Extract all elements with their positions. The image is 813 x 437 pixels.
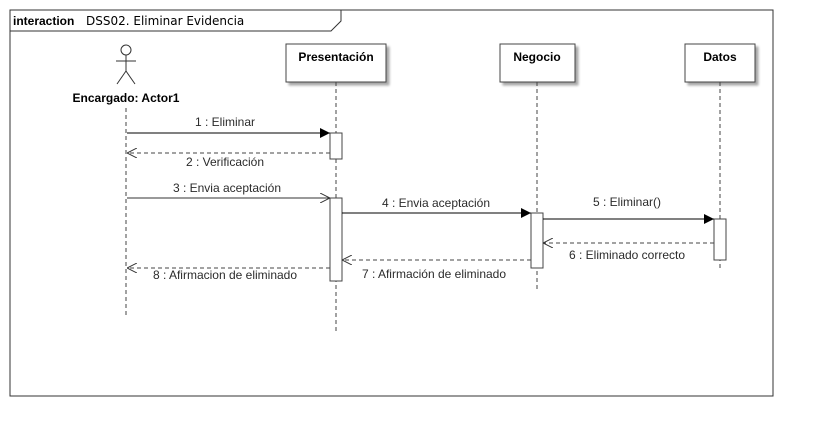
message-7[interactable]: 7 : Afirmación de eliminado [342,260,531,281]
message-1-label: 1 : Eliminar [195,115,255,129]
message-5[interactable]: 5 : Eliminar() [543,195,714,224]
actor-label: Encargado: Actor1 [73,91,180,105]
frame-title: DSS02. Eliminar Evidencia [86,14,244,28]
actor-encargado[interactable]: Encargado: Actor1 [73,44,180,105]
activation-bar-datos [713,218,727,261]
message-2-label: 2 : Verificación [186,155,264,169]
message-8-label: 8 : Afirmacion de eliminado [153,268,297,282]
message-4[interactable]: 4 : Envia aceptación [342,196,531,218]
lifeline-datos-label: Datos [703,50,737,64]
lifeline-negocio-label: Negocio [513,50,560,64]
activation-bar-presentacion-2 [329,197,343,282]
stick-figure-icon [116,44,136,85]
frame-keyword: interaction [13,14,74,28]
lifeline-negocio[interactable]: Negocio [499,43,576,83]
activation-bar-negocio [530,212,544,269]
lifeline-presentacion-label: Presentación [298,50,373,64]
message-1[interactable]: 1 : Eliminar [127,115,330,138]
lifeline-presentacion[interactable]: Presentación [285,43,387,83]
message-7-label: 7 : Afirmación de eliminado [362,267,506,281]
lifeline-datos[interactable]: Datos [684,43,756,83]
message-2[interactable]: 2 : Verificación [127,153,330,169]
message-3[interactable]: 3 : Envia aceptación [127,181,330,198]
message-6[interactable]: 6 : Eliminado correcto [543,243,714,262]
interaction-frame: interaction DSS02. Eliminar Evidencia [9,9,774,397]
activation-bar-presentacion-1 [329,132,343,160]
message-4-label: 4 : Envia aceptación [382,196,490,210]
message-8[interactable]: 8 : Afirmacion de eliminado [127,268,330,282]
message-3-label: 3 : Envia aceptación [173,181,281,195]
message-6-label: 6 : Eliminado correcto [569,248,685,262]
message-5-label: 5 : Eliminar() [593,195,661,209]
